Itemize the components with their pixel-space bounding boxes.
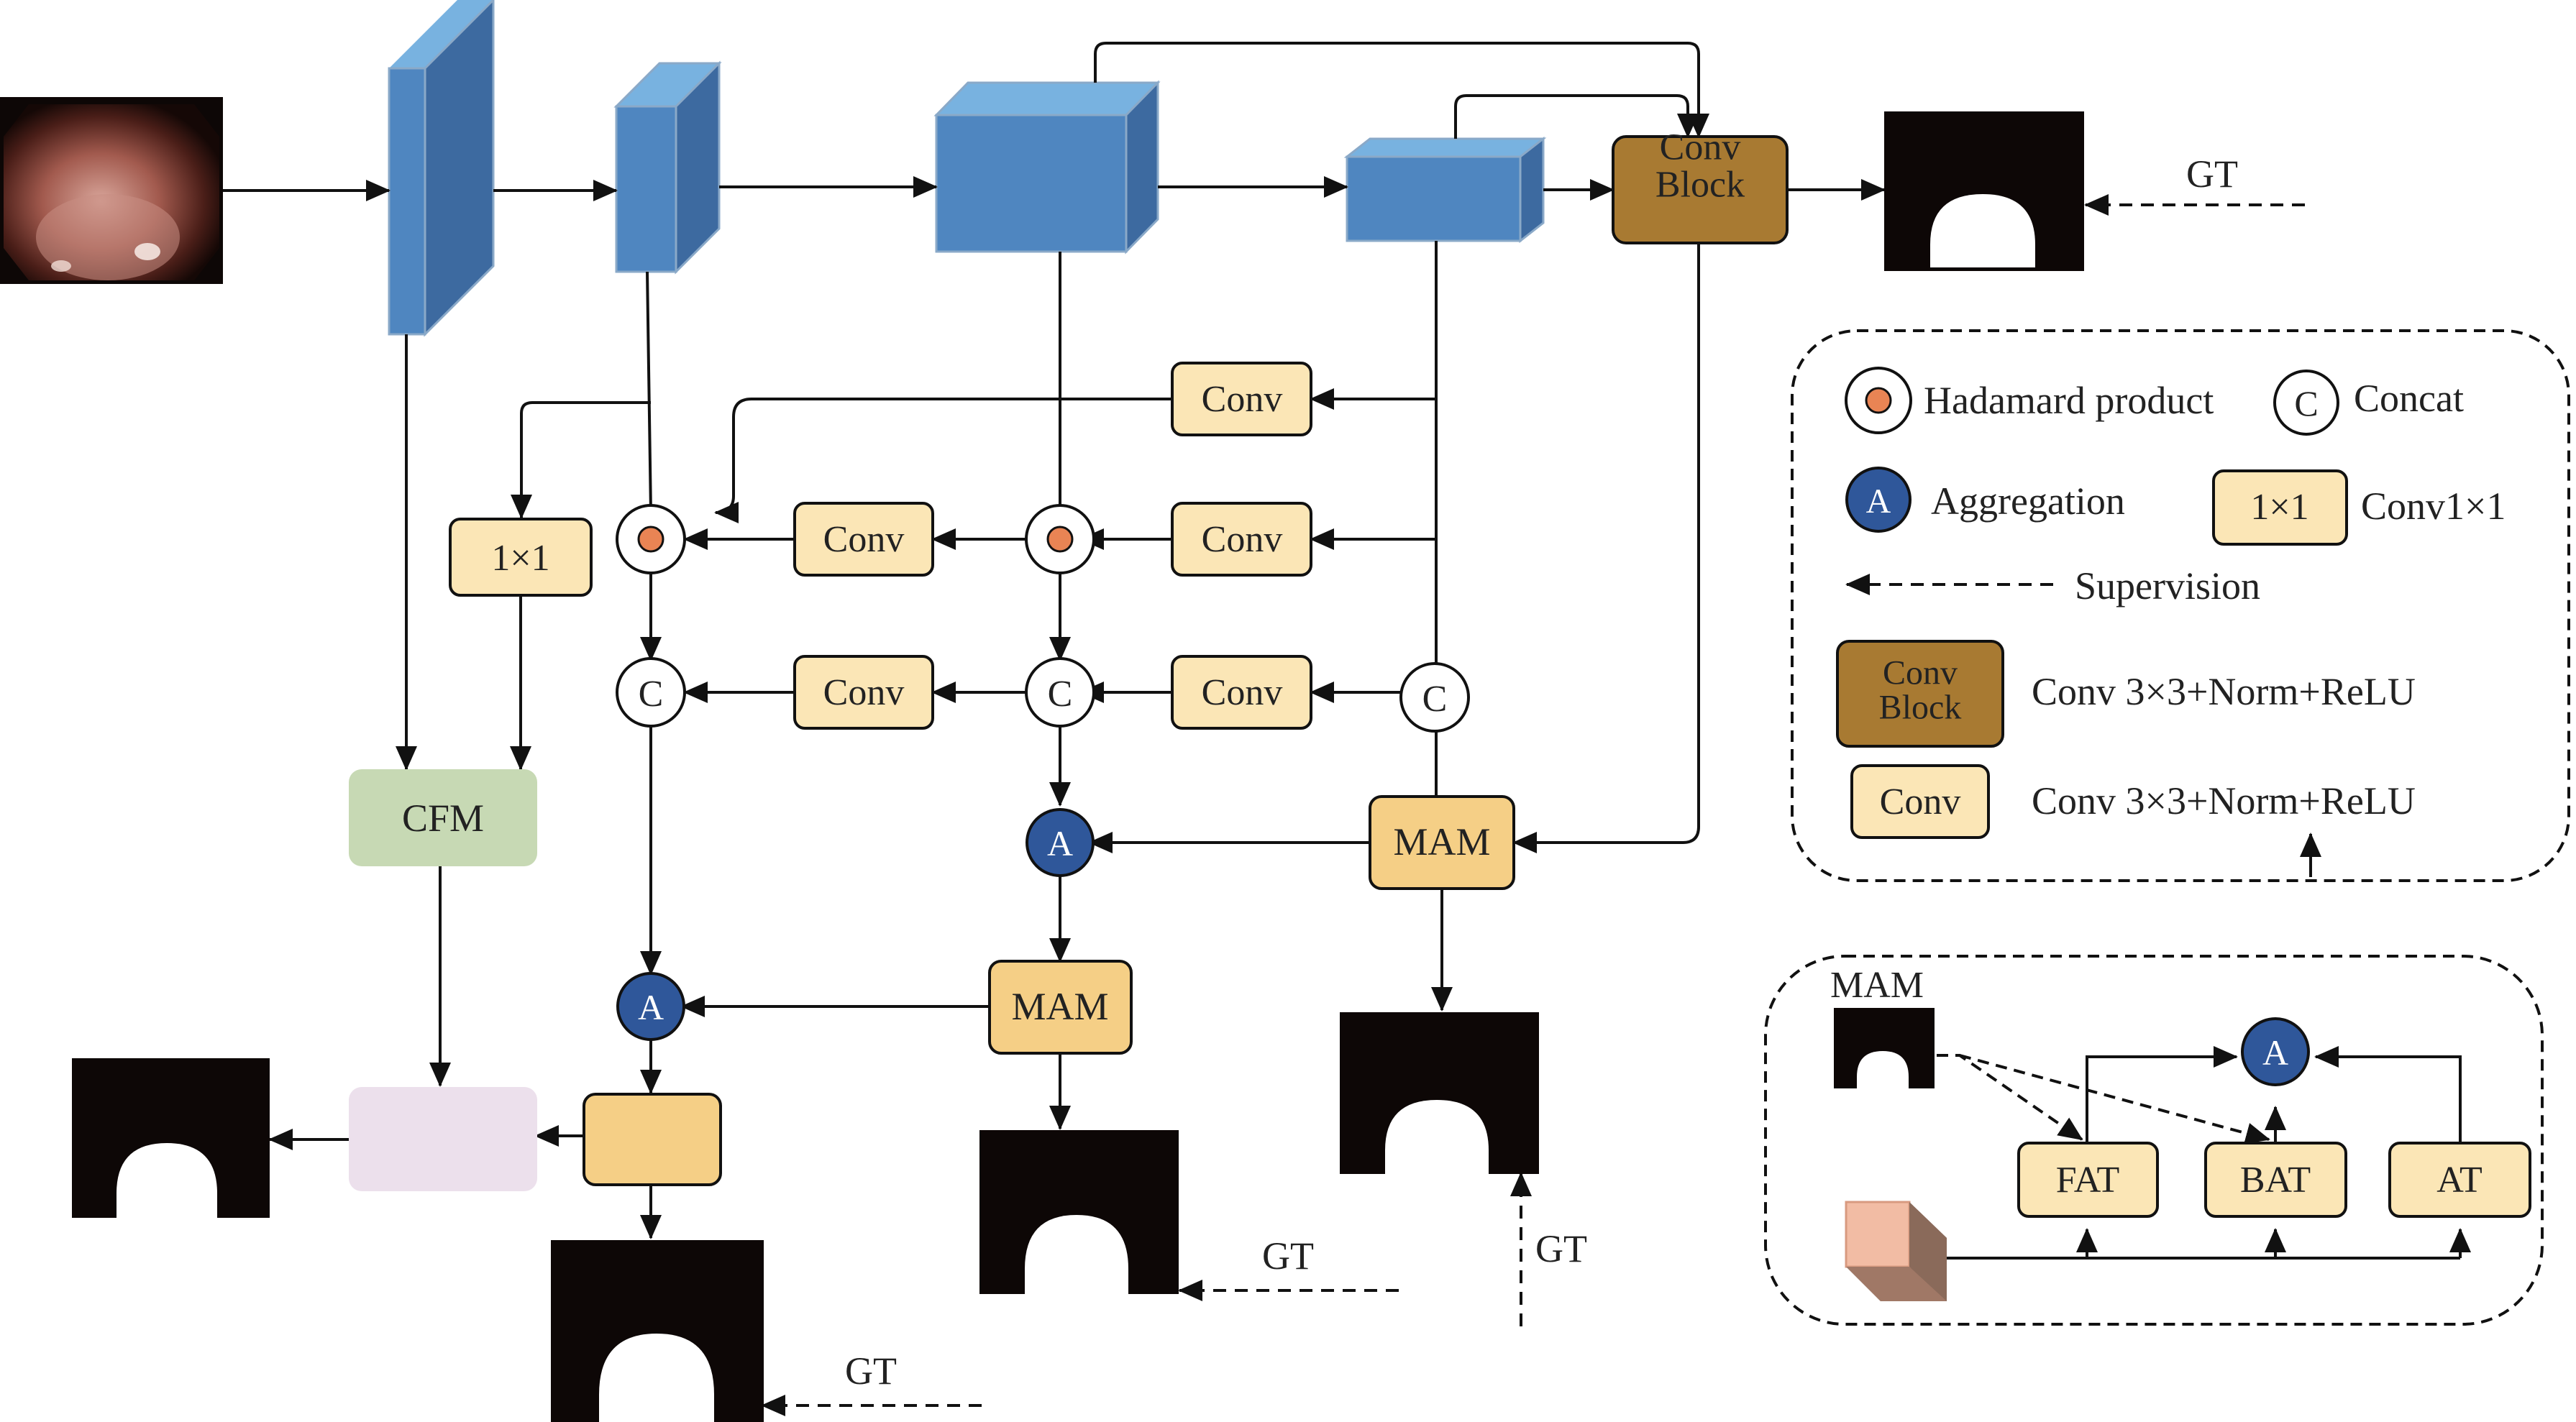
mam-detail-connectors bbox=[1937, 1046, 2471, 1260]
output-mask-bottom bbox=[551, 1240, 764, 1422]
cfm-label: CFM bbox=[402, 797, 484, 840]
conv-block-word2: Block bbox=[1655, 164, 1745, 205]
gt-label-top: GT bbox=[2186, 152, 2238, 196]
conv1x1-box: 1×1 bbox=[449, 518, 593, 597]
gt-supervision-arrows bbox=[761, 194, 2305, 1416]
mam-detail-feature-cube bbox=[1845, 1201, 1947, 1301]
conv-box-r2-right: Conv bbox=[1171, 655, 1312, 730]
aggregation-node-middle: A bbox=[1026, 808, 1095, 877]
output-mask-middle bbox=[979, 1130, 1179, 1294]
concat-symbol: C bbox=[2294, 383, 2318, 423]
gt-label-bottom: GT bbox=[845, 1349, 897, 1393]
output-mask-left bbox=[72, 1058, 270, 1218]
mam-detail-fat-box: FAT bbox=[2017, 1142, 2159, 1218]
mam-detail-title: MAM bbox=[1830, 965, 1924, 1006]
legend-conv-desc: Conv 3×3+Norm+ReLU bbox=[2032, 779, 2416, 822]
mam-detail-mask-thumb bbox=[1834, 1008, 1935, 1088]
legend-concat-label: Concat bbox=[2354, 377, 2464, 420]
conv1x1-label: 1×1 bbox=[491, 538, 549, 579]
mam-detail-aggregation-icon: A bbox=[2241, 1017, 2310, 1086]
encoder-stage-2-cube bbox=[613, 60, 722, 275]
legend-conv1x1-icon: 1×1 bbox=[2212, 469, 2348, 546]
legend-aggregation-icon: A bbox=[1845, 467, 1912, 533]
legend-supervision-label: Supervision bbox=[2075, 564, 2260, 607]
mam-box-right: MAM bbox=[1369, 795, 1515, 890]
concat-node-right: C bbox=[1399, 662, 1470, 733]
legend-conv-block-desc: Conv 3×3+Norm+ReLU bbox=[2032, 670, 2416, 713]
conv-label: Conv bbox=[823, 519, 905, 560]
conv-label: Conv bbox=[1202, 672, 1283, 713]
at-label: AT bbox=[2436, 1160, 2483, 1201]
conv-label: Conv bbox=[1202, 519, 1283, 560]
pink-output-block bbox=[349, 1087, 537, 1191]
conv-label: Conv bbox=[1202, 379, 1283, 420]
conv-box-r1-right: Conv bbox=[1171, 502, 1312, 577]
concat-node-middle: C bbox=[1025, 657, 1095, 728]
output-mask-right bbox=[1340, 1012, 1539, 1174]
mam-detail-panel: MAM A bbox=[1764, 955, 2544, 1326]
output-mask-top bbox=[1884, 111, 2084, 271]
conv-box-r1-left: Conv bbox=[793, 502, 934, 577]
hadamard-node-right bbox=[1025, 504, 1095, 574]
conv-label: Conv bbox=[823, 672, 905, 713]
bat-label: BAT bbox=[2240, 1160, 2311, 1201]
concat-symbol: C bbox=[1048, 674, 1073, 715]
mam-label: MAM bbox=[1393, 820, 1490, 863]
concat-node-left: C bbox=[616, 657, 686, 728]
legend-conv1x1-label: Conv1×1 bbox=[2361, 485, 2506, 528]
gt-label-right: GT bbox=[1535, 1227, 1587, 1270]
encoder-stage-4-cube bbox=[1343, 136, 1547, 244]
aggregation-node-left: A bbox=[616, 972, 685, 1041]
hadamard-node-left bbox=[616, 504, 686, 574]
orange-decoder-block bbox=[583, 1093, 722, 1186]
legend-hadamard-label: Hadamard product bbox=[1924, 379, 2214, 422]
mam-label: MAM bbox=[1011, 985, 1108, 1028]
mam-detail-bat-box: BAT bbox=[2204, 1142, 2347, 1218]
legend-conv-icon: Conv bbox=[1850, 764, 1990, 839]
legend-concat-icon: C bbox=[2273, 370, 2339, 436]
conv-label: Conv bbox=[1880, 781, 1961, 822]
concat-symbol: C bbox=[639, 674, 664, 715]
connectors bbox=[223, 42, 1886, 1239]
gt-label-middle: GT bbox=[1262, 1234, 1314, 1277]
aggregation-symbol: A bbox=[638, 987, 664, 1027]
mam-box-middle: MAM bbox=[988, 960, 1133, 1055]
encoder-stage-3-cube bbox=[933, 80, 1161, 254]
legend-aggregation-label: Aggregation bbox=[1931, 480, 2125, 523]
fat-label: FAT bbox=[2056, 1160, 2120, 1201]
aggregation-symbol: A bbox=[1866, 482, 1891, 520]
input-endoscopy-image bbox=[0, 97, 223, 284]
mam-detail-at-box: AT bbox=[2388, 1142, 2531, 1218]
conv-block-word1: Conv bbox=[1660, 127, 1741, 168]
aggregation-symbol: A bbox=[2262, 1032, 2288, 1073]
conv-box-r0: Conv bbox=[1171, 362, 1312, 436]
conv-block-word1: Conv bbox=[1883, 654, 1958, 692]
legend-panel: Hadamard product C Concat A Aggregation … bbox=[1791, 329, 2570, 882]
conv-block-word2: Block bbox=[1879, 689, 1962, 727]
cfm-block: CFM bbox=[349, 769, 537, 866]
conv1x1-label: 1×1 bbox=[2250, 487, 2308, 528]
conv-box-r2-left: Conv bbox=[793, 655, 934, 730]
legend-hadamard-icon bbox=[1845, 367, 1912, 434]
encoder-stage-1-cube bbox=[388, 0, 495, 337]
concat-symbol: C bbox=[1422, 679, 1448, 720]
aggregation-symbol: A bbox=[1047, 823, 1073, 863]
